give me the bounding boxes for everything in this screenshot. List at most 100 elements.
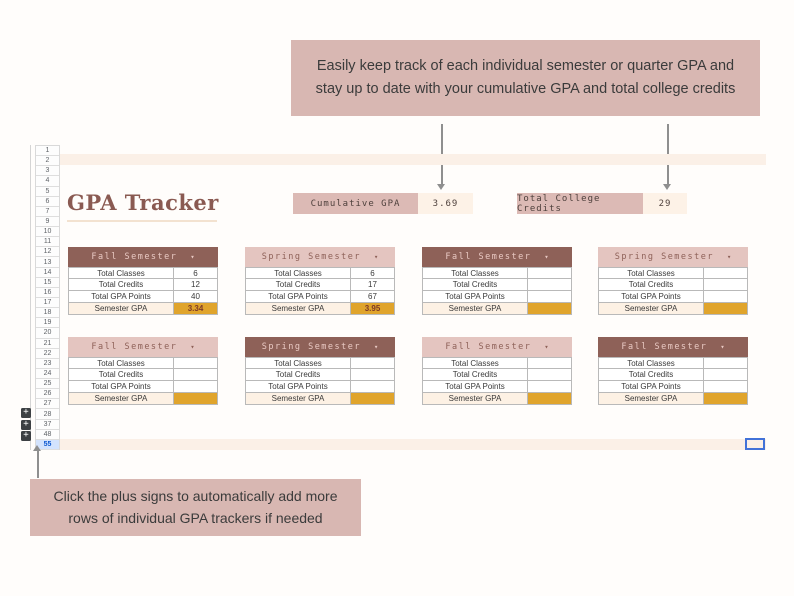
semester-gpa-cell[interactable]: 3.34 xyxy=(174,303,218,314)
semester-dropdown[interactable]: Fall Semester▾ xyxy=(68,337,218,357)
tracker-value-cell[interactable] xyxy=(704,279,748,290)
tracker-row: Semester GPA xyxy=(68,393,218,405)
semester-dropdown[interactable]: Spring Semester▾ xyxy=(245,337,395,357)
row-header-6[interactable]: 6 xyxy=(36,197,59,207)
tracker-row-label: Semester GPA xyxy=(68,303,174,314)
semester-dropdown-label: Fall Semester xyxy=(445,342,532,352)
tracker-row-label: Total GPA Points xyxy=(245,291,351,302)
tracker-value-cell[interactable] xyxy=(351,369,395,380)
tracker-value-cell[interactable]: 17 xyxy=(351,279,395,290)
row-header-12[interactable]: 12 xyxy=(36,247,59,258)
tracker-row: Total Credits xyxy=(245,369,395,381)
sheet-frame-line xyxy=(30,145,31,450)
tracker-row-label: Total GPA Points xyxy=(422,291,528,302)
semester-dropdown[interactable]: Fall Semester▾ xyxy=(422,247,572,267)
row-header-16[interactable]: 16 xyxy=(36,288,59,298)
row-header-14[interactable]: 14 xyxy=(36,268,59,278)
tracker-value-cell[interactable] xyxy=(351,358,395,368)
tracker-value-cell[interactable] xyxy=(528,291,572,302)
tracker-value-cell[interactable] xyxy=(704,291,748,302)
tracker-value-cell[interactable] xyxy=(174,369,218,380)
row-header-5[interactable]: 5 xyxy=(36,187,59,197)
tracker-value-cell[interactable] xyxy=(528,381,572,392)
selected-cell-cursor[interactable] xyxy=(745,438,765,450)
semester-dropdown[interactable]: Spring Semester▾ xyxy=(598,247,748,267)
semester-dropdown[interactable]: Fall Semester▾ xyxy=(598,337,748,357)
row-header-25[interactable]: 25 xyxy=(36,379,59,390)
tracker-value-cell[interactable] xyxy=(174,358,218,368)
semester-gpa-cell[interactable] xyxy=(704,303,748,314)
row-header-28[interactable]: 28 xyxy=(36,409,59,420)
row-header-15[interactable]: 15 xyxy=(36,278,59,288)
row-header-26[interactable]: 26 xyxy=(36,389,59,400)
tracker-row: Total GPA Points xyxy=(422,291,572,303)
tracker-value-cell[interactable]: 12 xyxy=(174,279,218,290)
semester-gpa-cell[interactable] xyxy=(528,393,572,404)
tracker-value-cell[interactable] xyxy=(528,358,572,368)
row-header-18[interactable]: 18 xyxy=(36,308,59,319)
semester-dropdown[interactable]: Spring Semester▾ xyxy=(245,247,395,267)
row-header-2[interactable]: 2 xyxy=(36,156,59,167)
semester-gpa-cell[interactable] xyxy=(528,303,572,314)
tracker-row: Total Classes xyxy=(68,357,218,369)
semester-gpa-cell[interactable] xyxy=(351,393,395,404)
tracker-value-cell[interactable] xyxy=(351,381,395,392)
tracker-value-cell[interactable] xyxy=(528,268,572,278)
row-header-23[interactable]: 23 xyxy=(36,359,59,369)
tracker-value-cell[interactable]: 40 xyxy=(174,291,218,302)
row-header-3[interactable]: 3 xyxy=(36,166,59,177)
row-header-13[interactable]: 13 xyxy=(36,257,59,268)
expand-group-plus-icon[interactable]: + xyxy=(21,408,31,418)
tracker-value-cell[interactable] xyxy=(704,381,748,392)
row-header-24[interactable]: 24 xyxy=(36,369,59,380)
row-header-21[interactable]: 21 xyxy=(36,339,59,349)
row-header-20[interactable]: 20 xyxy=(36,328,59,339)
semester-gpa-cell[interactable]: 3.95 xyxy=(351,303,395,314)
tracker-row-label: Total GPA Points xyxy=(68,291,174,302)
tracker-row-label: Total Credits xyxy=(422,279,528,290)
tracker-row: Total Classes xyxy=(422,357,572,369)
semester-dropdown[interactable]: Fall Semester▾ xyxy=(68,247,218,267)
tracker-row-label: Semester GPA xyxy=(422,393,528,404)
semester-dropdown-label: Spring Semester xyxy=(614,252,715,262)
tracker-row-label: Total Credits xyxy=(598,369,704,380)
expand-group-plus-icon[interactable]: + xyxy=(21,420,31,430)
tracker-value-cell[interactable] xyxy=(704,268,748,278)
total-credits-value[interactable]: 29 xyxy=(643,193,687,214)
tracker-value-cell[interactable]: 6 xyxy=(351,268,395,278)
bottom-annotation-callout: Click the plus signs to automatically ad… xyxy=(30,479,361,536)
row-header-10[interactable]: 10 xyxy=(36,227,59,238)
tracker-value-cell[interactable]: 67 xyxy=(351,291,395,302)
tracker-row-label: Total GPA Points xyxy=(598,381,704,392)
semester-gpa-cell[interactable] xyxy=(174,393,218,404)
tracker-value-cell[interactable] xyxy=(528,279,572,290)
row-header-37[interactable]: 37 xyxy=(36,420,59,430)
semester-gpa-cell[interactable] xyxy=(704,393,748,404)
tracker-value-cell[interactable] xyxy=(528,369,572,380)
tracker-value-cell[interactable] xyxy=(704,358,748,368)
row-header-7[interactable]: 7 xyxy=(36,207,59,217)
row-header-22[interactable]: 22 xyxy=(36,349,59,359)
row-header-17[interactable]: 17 xyxy=(36,298,59,309)
expand-group-plus-icon[interactable]: + xyxy=(21,431,31,441)
row-header-1[interactable]: 1 xyxy=(36,146,59,157)
row-header-55[interactable]: 55 xyxy=(36,439,59,450)
tracker-value-cell[interactable] xyxy=(704,369,748,380)
tracker-row-label: Total Classes xyxy=(422,268,528,278)
row-header-4[interactable]: 4 xyxy=(36,176,59,187)
cumulative-gpa-value[interactable]: 3.69 xyxy=(418,193,473,214)
cumulative-gpa-label: Cumulative GPA xyxy=(293,193,418,214)
tracker-row: Total Classes xyxy=(598,357,748,369)
tracker-row-label: Semester GPA xyxy=(68,393,174,404)
row-header-48[interactable]: 48 xyxy=(36,430,59,440)
dropdown-caret-icon: ▾ xyxy=(544,253,549,261)
tracker-row: Total GPA Points xyxy=(68,381,218,393)
row-header-11[interactable]: 11 xyxy=(36,237,59,248)
tracker-value-cell[interactable] xyxy=(174,381,218,392)
row-header-19[interactable]: 19 xyxy=(36,318,59,329)
row-header-27[interactable]: 27 xyxy=(36,399,59,410)
tracker-value-cell[interactable]: 6 xyxy=(174,268,218,278)
row-header-9[interactable]: 9 xyxy=(36,217,59,228)
semester-dropdown[interactable]: Fall Semester▾ xyxy=(422,337,572,357)
